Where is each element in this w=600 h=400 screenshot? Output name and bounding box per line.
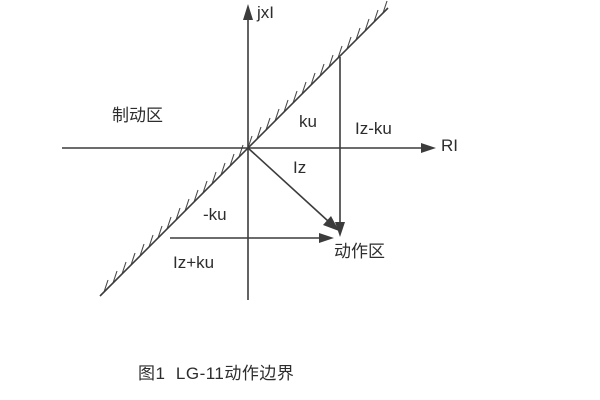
hatch-tick bbox=[382, 0, 388, 14]
x-axis-label: RI bbox=[441, 136, 458, 155]
boundary-diagonal-line bbox=[99, 7, 389, 297]
hatch-tick bbox=[310, 72, 316, 86]
hatch-tick bbox=[337, 45, 343, 59]
y-axis-arrowhead bbox=[243, 4, 253, 20]
hatch-tick bbox=[274, 108, 280, 122]
hatch-tick bbox=[184, 198, 190, 212]
hatch-tick bbox=[193, 189, 199, 203]
hatch-tick bbox=[121, 261, 127, 275]
y-axis-label: jxI bbox=[257, 3, 274, 22]
hatch-tick bbox=[301, 81, 307, 95]
x-axis-arrowhead bbox=[421, 143, 436, 153]
hatch-tick bbox=[319, 63, 325, 77]
hatch-tick bbox=[157, 225, 163, 239]
ku-label: ku bbox=[299, 112, 317, 131]
hatch-tick bbox=[229, 153, 235, 167]
hatch-tick bbox=[175, 207, 181, 221]
hatch-tick bbox=[256, 126, 262, 140]
figure-caption: 图1 LG-11动作边界 bbox=[138, 364, 295, 383]
iz-plus-ku-arrowhead bbox=[319, 233, 334, 243]
hatch-tick bbox=[220, 162, 226, 176]
hatch-tick bbox=[166, 216, 172, 230]
hatch-tick bbox=[103, 279, 109, 293]
neg-ku-label: -ku bbox=[203, 205, 227, 224]
hatch-tick bbox=[211, 171, 217, 185]
hatch-tick bbox=[148, 234, 154, 248]
hatch-tick bbox=[346, 36, 352, 50]
hatch-group bbox=[103, 0, 388, 293]
hatch-tick bbox=[355, 27, 361, 41]
iz-label: Iz bbox=[293, 158, 307, 177]
iz-minus-ku-label: Iz-ku bbox=[355, 119, 392, 138]
hatch-tick bbox=[265, 117, 271, 131]
hatch-tick bbox=[139, 243, 145, 257]
iz-vector-line bbox=[247, 147, 329, 222]
hatch-tick bbox=[292, 90, 298, 104]
vertical-construction-arrowhead bbox=[335, 222, 345, 237]
hatch-tick bbox=[364, 18, 370, 32]
hatch-tick bbox=[202, 180, 208, 194]
iz-plus-ku-label: Iz+ku bbox=[173, 253, 215, 272]
iz-vector-arrowhead bbox=[323, 216, 339, 231]
hatch-tick bbox=[283, 99, 289, 113]
restrain-region-label: 制动区 bbox=[112, 106, 163, 125]
hatch-tick bbox=[112, 270, 118, 284]
operate-region-label: 动作区 bbox=[334, 242, 385, 261]
hatch-tick bbox=[328, 54, 334, 68]
hatch-tick bbox=[373, 9, 379, 23]
hatch-tick bbox=[130, 252, 136, 266]
hatch-tick bbox=[238, 144, 244, 158]
